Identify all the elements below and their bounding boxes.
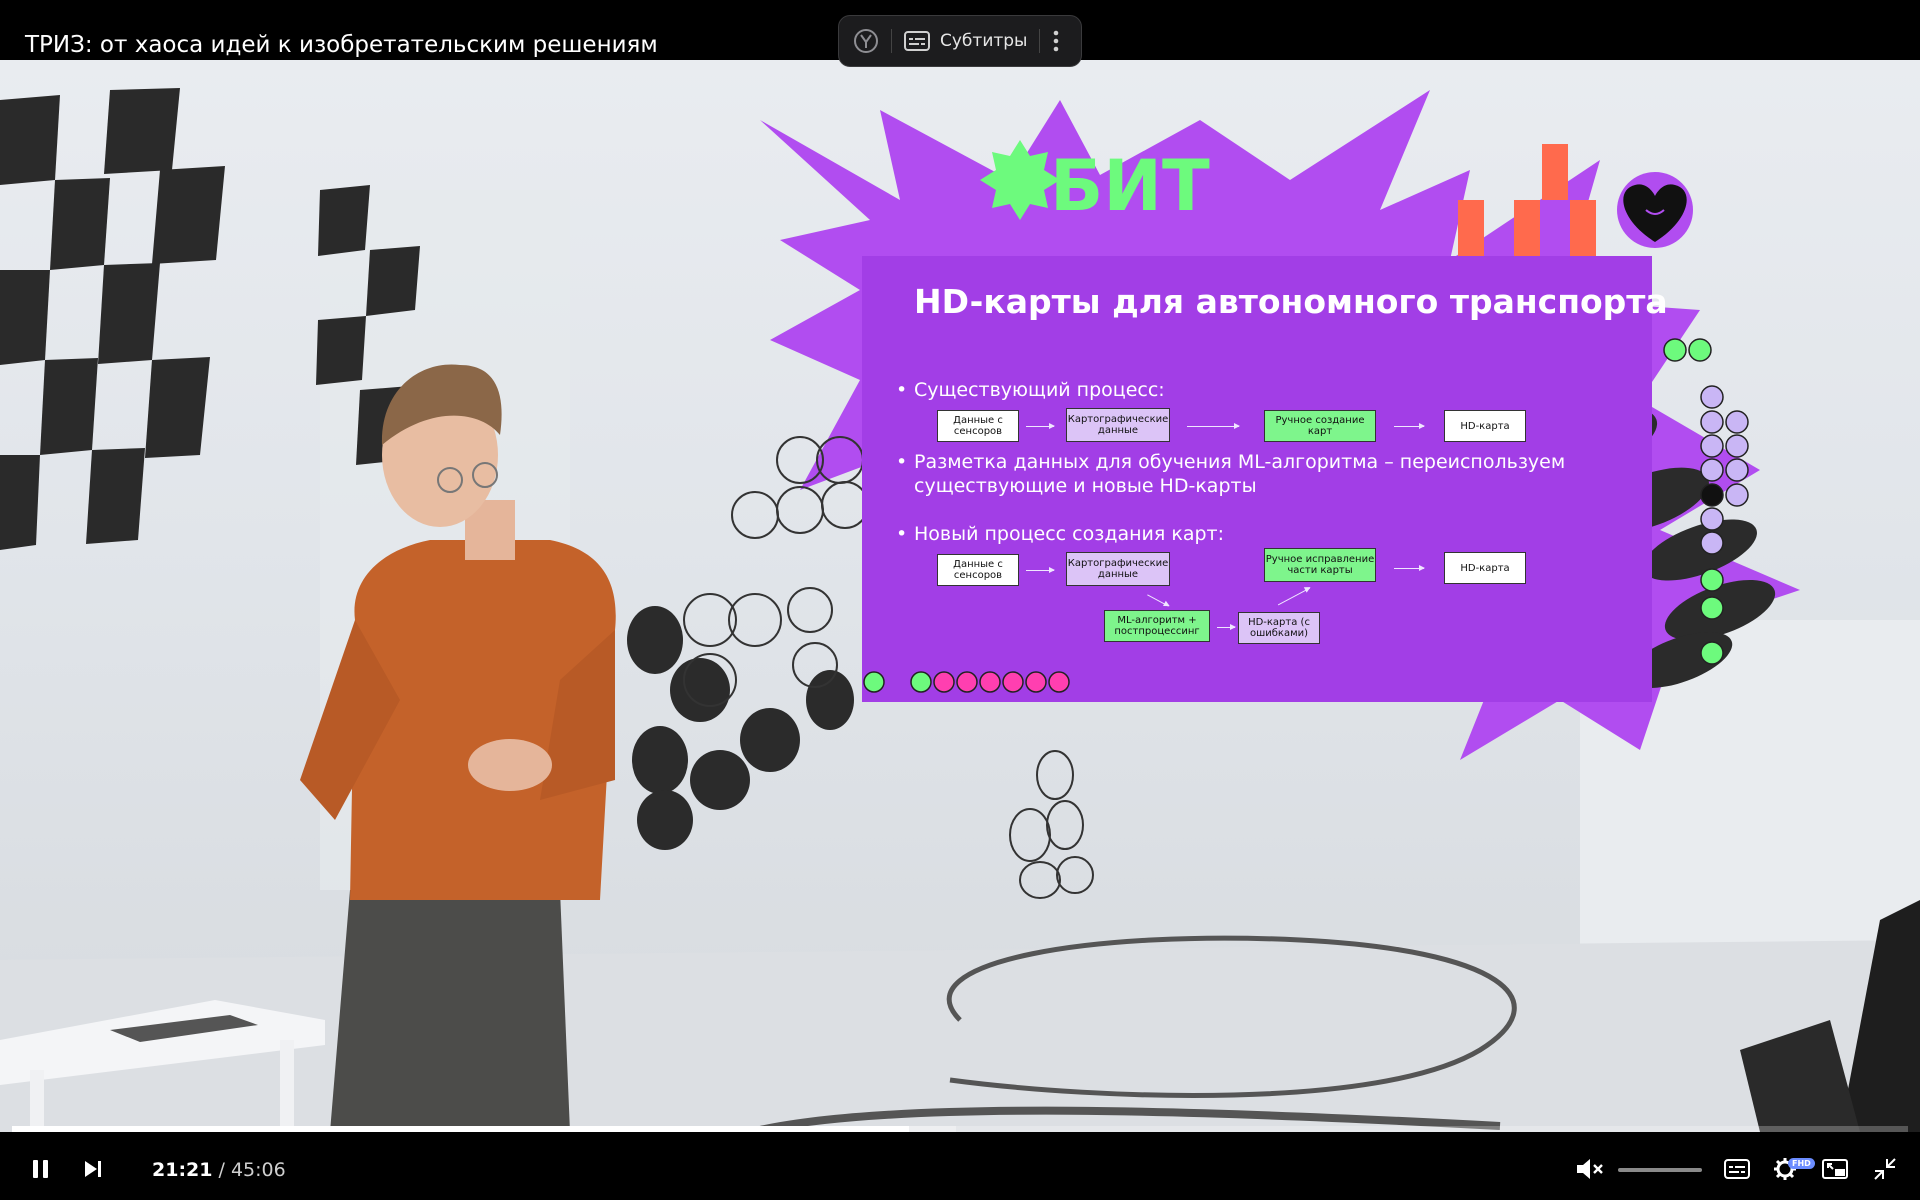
quality-badge: FHD	[1788, 1158, 1815, 1169]
bullet-existing-process: Существующий процесс:	[896, 378, 1614, 402]
more-vertical-icon	[1054, 30, 1059, 52]
new-box-hd: HD-карта	[1444, 552, 1526, 584]
subtitles-icon	[904, 31, 930, 51]
heart-sticker	[1617, 172, 1693, 248]
arrow	[1394, 565, 1425, 571]
video-title: ТРИЗ: от хаоса идей к изобретательским р…	[25, 32, 658, 58]
new-box-ml: ML-алгоритм + постпроцессинг	[1104, 610, 1210, 642]
current-time: 21:21	[152, 1159, 213, 1181]
bit-brand: БИТ	[980, 140, 1210, 227]
side-table	[0, 1000, 325, 1132]
checker-pattern	[0, 88, 420, 550]
duration: 45:06	[230, 1159, 286, 1181]
brand-wordmark: БИТ	[1050, 145, 1210, 227]
subtitles-button[interactable]: Субтитры	[904, 31, 1027, 51]
mute-button[interactable]	[1573, 1154, 1607, 1184]
arrow	[1277, 587, 1311, 606]
picture-in-picture-button[interactable]	[1818, 1154, 1852, 1184]
new-box-hd-errors: HD-карта (с ошибками)	[1238, 612, 1320, 644]
captions-icon	[1724, 1159, 1750, 1179]
old-box-hd: HD-карта	[1444, 410, 1526, 442]
player-controls: 21:21 / 45:06 FHD	[0, 1126, 1920, 1200]
slide-dots	[863, 671, 1070, 693]
pause-button[interactable]	[26, 1154, 56, 1184]
equalizer-bars	[1458, 144, 1596, 256]
new-box-sensors: Данные с сенсоров	[937, 554, 1019, 586]
arrow	[1394, 423, 1425, 429]
top-toolbar: Субтитры	[838, 15, 1082, 67]
dot-column	[1663, 338, 1749, 665]
yandex-browser-button[interactable]	[853, 28, 879, 54]
arrow	[1217, 624, 1236, 630]
new-box-carto: Картографические данные	[1066, 552, 1170, 586]
exit-fullscreen-icon	[1874, 1158, 1896, 1180]
arrow	[1147, 594, 1169, 607]
skip-next-icon	[85, 1161, 101, 1177]
pause-icon	[33, 1160, 48, 1178]
arrow	[1187, 423, 1240, 429]
yandex-logo-icon	[854, 29, 878, 53]
arrow	[1026, 423, 1055, 429]
presentation-slide: HD-карты для автономного транспорта Суще…	[862, 256, 1668, 702]
top-bar: ТРИЗ: от хаоса идей к изобретательским р…	[0, 0, 1920, 67]
next-button[interactable]	[78, 1154, 108, 1184]
exit-fullscreen-button[interactable]	[1868, 1154, 1902, 1184]
captions-button[interactable]	[1720, 1154, 1754, 1184]
new-box-manual-fix: Ручное исправление части карты	[1264, 548, 1376, 582]
time-separator: /	[212, 1159, 231, 1181]
video-frame[interactable]: БИТ HD-карты дл	[0, 60, 1920, 1132]
progress-played	[12, 1126, 909, 1132]
volume-muted-icon	[1577, 1159, 1603, 1179]
bullet-ml-markup: Разметка данных для обучения ML-алгоритм…	[896, 450, 1614, 498]
pip-icon	[1822, 1159, 1848, 1179]
toolbar-divider	[1039, 29, 1041, 53]
toolbar-divider	[891, 29, 892, 53]
progress-bar[interactable]	[12, 1126, 1908, 1132]
more-options-button[interactable]	[1052, 29, 1060, 53]
old-box-manual: Ручное создание карт	[1264, 410, 1376, 442]
slide-title: HD-карты для автономного транспорта	[914, 282, 1668, 321]
speaker-figure	[300, 364, 616, 1132]
old-box-carto: Картографические данные	[1066, 408, 1170, 442]
arrow	[1026, 567, 1055, 573]
subtitles-label: Субтитры	[940, 31, 1028, 51]
time-display: 21:21 / 45:06	[152, 1159, 286, 1181]
old-box-sensors: Данные с сенсоров	[937, 410, 1019, 442]
bullet-new-process: Новый процесс создания карт:	[896, 522, 1614, 546]
volume-slider[interactable]	[1618, 1168, 1702, 1172]
